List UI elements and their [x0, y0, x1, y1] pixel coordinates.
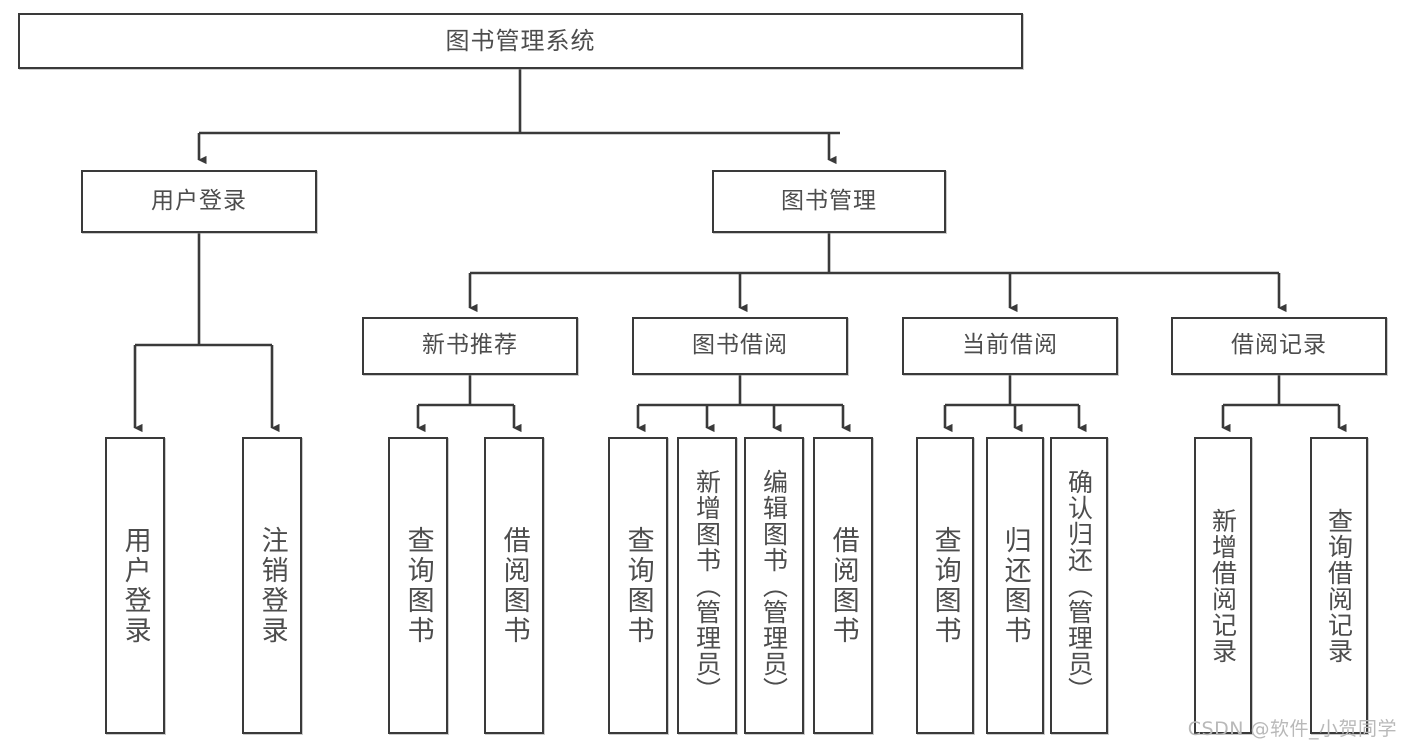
node-label: 归还图书 — [999, 525, 1031, 646]
node-user-login[interactable]: 用户登录 — [81, 170, 317, 233]
node-label: 图书管理系统 — [445, 26, 596, 55]
node-label: 确认归还（管理员） — [1064, 468, 1094, 703]
node-leaf-edit-book[interactable]: 编辑图书（管理员） — [744, 437, 804, 734]
node-label: 编辑图书（管理员） — [759, 468, 789, 703]
node-label: 新增图书（管理员） — [692, 468, 722, 703]
node-label: 图书借阅 — [692, 332, 788, 359]
watermark-text: CSDN @软件_小贺同学 — [1187, 718, 1397, 740]
node-label: 借阅图书 — [827, 525, 859, 646]
node-leaf-logout-login[interactable]: 注销登录 — [242, 437, 302, 734]
node-label: 注销登录 — [256, 525, 288, 646]
node-label: 借阅记录 — [1231, 332, 1327, 359]
node-current-borrow[interactable]: 当前借阅 — [902, 317, 1118, 375]
node-book-management[interactable]: 图书管理 — [712, 170, 946, 233]
node-leaf-add-record[interactable]: 新增借阅记录 — [1194, 437, 1252, 734]
node-leaf-query-record[interactable]: 查询借阅记录 — [1310, 437, 1368, 734]
node-borrow-record[interactable]: 借阅记录 — [1171, 317, 1387, 375]
node-leaf-query-book-1[interactable]: 查询图书 — [388, 437, 448, 734]
node-label: 用户登录 — [119, 525, 151, 646]
node-label: 用户登录 — [151, 187, 247, 214]
node-label: 新增借阅记录 — [1208, 507, 1238, 664]
node-leaf-borrow-book-1[interactable]: 借阅图书 — [484, 437, 544, 734]
node-label: 图书管理 — [781, 187, 877, 214]
node-leaf-user-login[interactable]: 用户登录 — [105, 437, 165, 734]
node-leaf-borrow-book-2[interactable]: 借阅图书 — [813, 437, 873, 734]
node-book-borrow[interactable]: 图书借阅 — [632, 317, 848, 375]
node-leaf-confirm-return[interactable]: 确认归还（管理员） — [1050, 437, 1108, 734]
node-leaf-return-book[interactable]: 归还图书 — [986, 437, 1044, 734]
node-label: 借阅图书 — [498, 525, 530, 646]
node-label: 查询图书 — [929, 525, 961, 646]
node-label: 查询借阅记录 — [1324, 507, 1354, 664]
node-new-book-recommend[interactable]: 新书推荐 — [362, 317, 578, 375]
node-root-system[interactable]: 图书管理系统 — [18, 13, 1023, 69]
node-label: 查询图书 — [402, 525, 434, 646]
node-label: 查询图书 — [622, 525, 654, 646]
node-label: 新书推荐 — [422, 332, 518, 359]
node-label: 当前借阅 — [962, 332, 1058, 359]
node-leaf-query-book-3[interactable]: 查询图书 — [916, 437, 974, 734]
node-leaf-query-book-2[interactable]: 查询图书 — [608, 437, 668, 734]
node-leaf-add-book[interactable]: 新增图书（管理员） — [677, 437, 737, 734]
